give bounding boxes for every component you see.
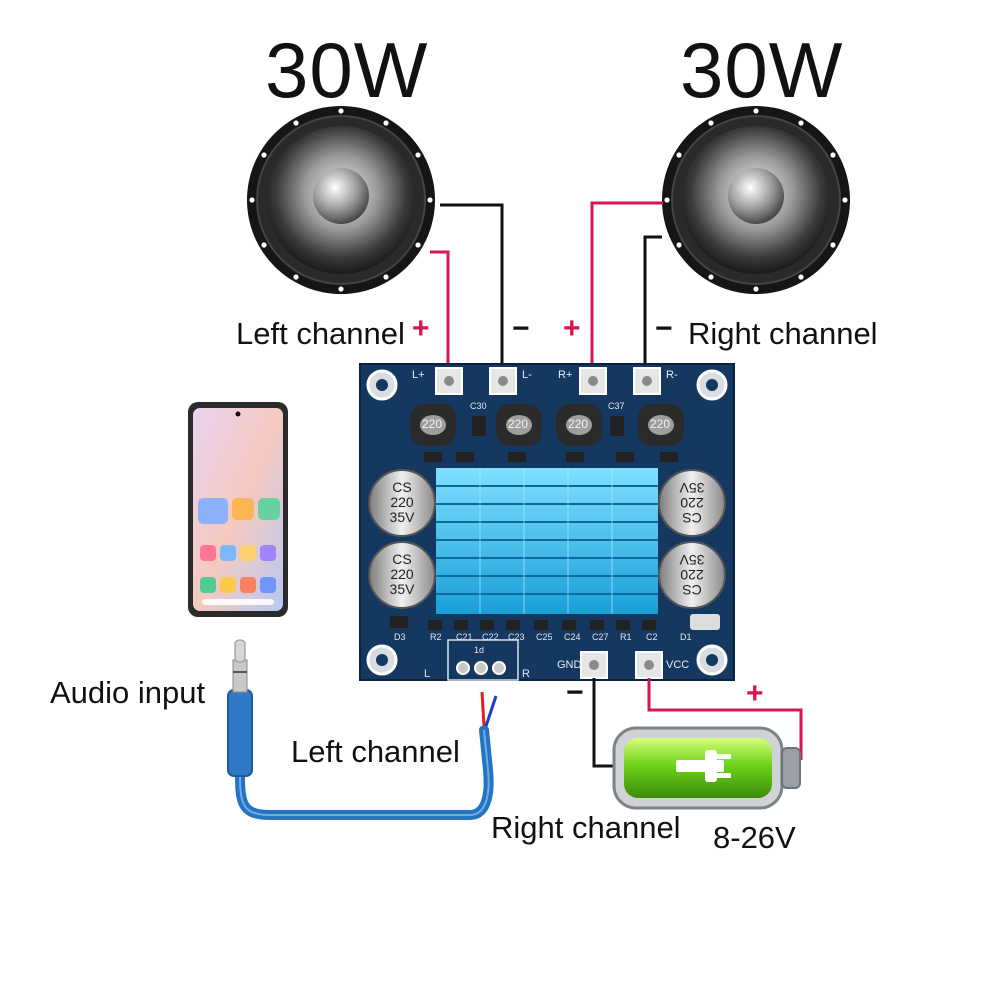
audio-input-label: Audio input [50,675,206,710]
vcc-wire [647,678,803,760]
silk-1d: 1d [474,645,485,655]
smartphone [188,402,288,617]
output-pads [435,367,661,395]
silk-c27: C27 [592,632,609,642]
silk-c23: C23 [508,632,525,642]
left-speaker-power: 30W [265,26,429,114]
pad-label-left-minus: L- [522,369,532,381]
right-minus-wire [643,235,662,376]
silk-r2: R2 [430,632,442,642]
pad-label-right-minus: R- [666,369,678,381]
smd-parts [390,416,720,630]
inductor-value-2: 220 [508,417,529,431]
inductor-value-1: 220 [422,417,443,431]
silk-r1: R1 [620,632,632,642]
cable-conductors [464,691,498,727]
right-speaker [662,106,850,294]
silk-l: L [424,668,431,680]
right-plus-sign: + [563,312,581,345]
battery [612,726,801,810]
silk-d3: D3 [394,632,406,642]
mounting-holes [366,369,728,676]
speaker-wires [430,201,663,376]
left-minus-wire [440,203,504,376]
right-speaker-power: 30W [680,26,844,114]
pad-label-vcc: VCC [666,659,690,671]
cable-left-channel-label: Left channel [291,734,460,769]
silk-c30: C30 [470,401,487,411]
left-plus-sign: + [412,312,430,345]
pad-label-right-plus: R+ [558,369,573,381]
silk-d1: D1 [680,632,692,642]
silk-c21: C21 [456,632,473,642]
gnd-minus-sign: − [566,676,584,709]
inductor-value-3: 220 [568,417,589,431]
vcc-plus-sign: + [746,677,764,710]
silk-c24: C24 [564,632,581,642]
capacitors [368,469,726,609]
inductor-value-4: 220 [650,417,671,431]
left-channel-label: Left channel [236,316,405,351]
power-pads [580,651,663,679]
audio-cable [227,639,498,820]
silk-c37: C37 [608,401,625,411]
cable-right-channel-label: Right channel [491,810,681,845]
right-plus-wire [590,201,663,376]
left-speaker [247,106,435,294]
silk-c2: C2 [646,632,658,642]
left-minus-sign: − [512,312,530,345]
pad-label-left-plus: L+ [412,369,425,381]
silk-c22: C22 [482,632,499,642]
inductors [410,404,684,446]
silk-c25: C25 [536,632,553,642]
input-header [447,639,519,681]
power-wires [592,678,803,768]
heatsink [436,468,658,614]
silk-r: R [522,668,530,680]
right-channel-label: Right channel [688,316,878,351]
right-minus-sign: − [655,312,673,345]
gnd-wire [592,678,616,768]
voltage-range-label: 8-26V [713,820,796,855]
plug-icon [676,750,731,782]
left-plus-wire [430,250,450,376]
amplifier-board [359,363,735,681]
pad-label-gnd: GND [557,659,582,671]
